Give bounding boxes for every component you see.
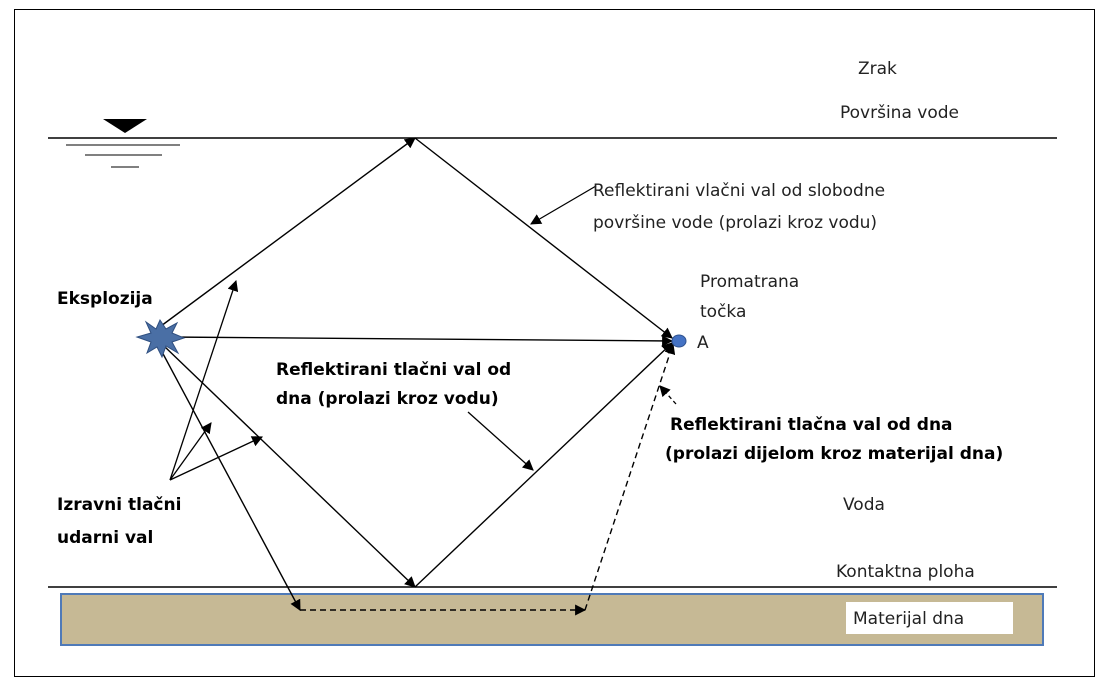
bottom-reflected-wave-label-1: Reflektirani tlačni val od (276, 360, 511, 380)
pointer-bottom-wave (467, 411, 534, 471)
explosion-label: Eksplozija (57, 289, 153, 309)
bottom-material-path-up (584, 342, 676, 611)
bottom-material-path-down (160, 349, 301, 611)
contact-surface-label: Kontaktna ploha (836, 562, 975, 582)
air-label: Zrak (858, 59, 897, 79)
surface-reflected-wave-label-1: Reflektirani vlačni val od slobodne (593, 181, 885, 201)
surface-reflected-path-up (160, 137, 416, 327)
surface-reflected-wave-label-2: površine vode (prolazi kroz vodu) (593, 213, 877, 233)
water-level-icon (66, 119, 180, 168)
pointer-direct-wave-3 (169, 436, 263, 481)
point-a-label: A (697, 333, 709, 353)
bottom-material-wave-label-2: (prolazi dijelom kroz materijal dna) (665, 444, 1003, 464)
pointer-bottom-material-wave (659, 385, 677, 405)
bottom-material-wave-label-1: Reflektirani tlačna val od dna (670, 415, 953, 435)
observed-point-label-1: Promatrana (700, 272, 799, 292)
direct-wave-label-2: udarni val (57, 528, 153, 548)
pointer-direct-wave-1 (169, 279, 239, 481)
water-surface-label: Površina vode (840, 103, 959, 123)
bottom-material-label-box (846, 602, 1013, 634)
explosion-icon (135, 318, 186, 359)
direct-wave-path (165, 335, 674, 347)
diagram-frame (14, 9, 1095, 677)
observed-point-label-2: točka (700, 302, 746, 322)
water-label: Voda (843, 495, 885, 515)
bottom-material-label: Materijal dna (853, 609, 964, 629)
bottom-reflected-wave-label-2: dna (prolazi kroz vodu) (276, 389, 499, 409)
surface-reflected-path-down (414, 137, 673, 339)
observed-point-marker (671, 334, 687, 348)
bottom-reflected-path-down (163, 345, 416, 588)
pointer-direct-wave-2 (169, 422, 212, 481)
bottom-reflected-path-up (414, 342, 673, 588)
pointer-surface-wave (530, 185, 597, 225)
direct-wave-label-1: Izravni tlačni (57, 495, 181, 515)
